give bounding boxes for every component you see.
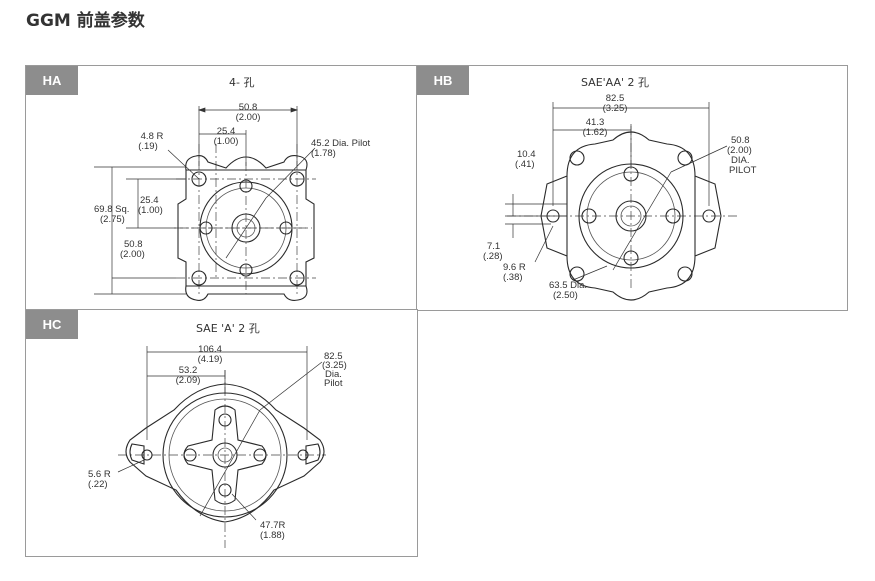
hb-dim-pilot-label2: PILOT	[729, 165, 757, 176]
ha-bolt-hole	[289, 270, 305, 286]
ha-bolt-hole	[191, 270, 207, 286]
panel-hb: HB SAE'AA' 2 孔 82.5	[416, 65, 848, 311]
ha-bolt-hole	[289, 171, 305, 187]
panel-hc-tag: HC	[26, 310, 78, 339]
panel-ha-title: 4- 孔	[229, 76, 255, 89]
ha-dim-v-full: 50.8	[124, 239, 143, 250]
hc-dim-radius2-in: (1.88)	[260, 530, 285, 541]
panel-hb-title: SAE'AA' 2 孔	[581, 76, 650, 89]
hb-dim-radius-in: (.38)	[503, 272, 523, 283]
hb-dim-bolt-dia-in: (2.50)	[553, 290, 578, 301]
hb-dim-offset: 7.1	[487, 241, 500, 252]
ha-dim-v-half: 25.4	[140, 195, 159, 206]
ha-dim-pilot: 45.2 Dia. Pilot	[311, 138, 371, 149]
hc-dim-radius2: 47.7R	[260, 520, 285, 531]
ha-dim-v-full-in: (2.00)	[120, 249, 145, 260]
hc-dim-pilot: 82.5	[324, 351, 343, 362]
panel-hc-title: SAE 'A' 2 孔	[196, 322, 260, 335]
panel-ha: HA 4- 孔	[25, 65, 418, 311]
ha-dim-sq: 69.8 Sq.	[94, 204, 129, 215]
panel-hb-tag: HB	[417, 66, 469, 95]
panel-ha-tag: HA	[26, 66, 78, 95]
hb-dim-v-small: 10.4	[517, 149, 536, 160]
hb-dim-pilot-label1: DIA.	[731, 155, 749, 166]
ha-dim-width-half: 25.4	[217, 126, 236, 137]
hc-dim-width-outer-in: (4.19)	[198, 354, 223, 365]
hc-dim-pilot-label1: Dia.	[325, 369, 342, 380]
hb-dim-width-outer-in: (3.25)	[603, 103, 628, 114]
hc-bolt-hole	[297, 449, 309, 461]
hc-drawing: 106.4 (4.19) 53.2 (2.09) 82.5 (3.25) Dia…	[88, 344, 347, 548]
hb-dim-width-half-in: (1.62)	[583, 127, 608, 138]
hc-dim-width-half: 53.2	[179, 365, 198, 376]
hb-dim-width-outer: 82.5	[606, 93, 625, 104]
hc-dim-width-outer: 106.4	[198, 344, 222, 355]
hc-bolt-hole	[141, 449, 153, 461]
hb-dim-pilot: 50.8	[731, 135, 750, 146]
ha-dim-radius-in: (.19)	[138, 141, 158, 152]
ha-dim-width-outer-in: (2.00)	[236, 112, 261, 123]
ha-drawing: 50.8 (2.00) 25.4 (1.00) 4.8 R (.19) 45.2…	[94, 102, 371, 301]
ha-dim-sq-in: (2.75)	[100, 214, 125, 225]
hb-flange-outline	[540, 131, 722, 301]
hb-dim-bolt-dia: 63.5 Dia.	[549, 280, 587, 291]
hc-dim-radius-in: (.22)	[88, 479, 108, 490]
ha-dim-width-half-in: (1.00)	[214, 136, 239, 147]
hb-dim-offset-in: (.28)	[483, 251, 503, 262]
ha-dim-radius: 4.8 R	[141, 131, 164, 142]
panel-hc: HC SAE 'A' 2 孔 106.4 (4.19) 53.2 (2.09)	[25, 309, 418, 557]
hb-dim-radius: 9.6 R	[503, 262, 526, 273]
hc-dim-pilot-label2: Pilot	[324, 378, 343, 389]
hc-dim-width-half-in: (2.09)	[176, 375, 201, 386]
ha-dim-pilot-in: (1.78)	[311, 148, 336, 159]
hb-dim-pilot-in: (2.00)	[727, 145, 752, 156]
hc-dim-radius: 5.6 R	[88, 469, 111, 480]
hb-bolt-hole	[702, 209, 716, 223]
hc-dim-pilot-in: (3.25)	[322, 360, 347, 371]
ha-dim-width-outer: 50.8	[239, 102, 258, 113]
page-title: GGM 前盖参数	[26, 11, 145, 31]
hb-drawing: 82.5 (3.25) 41.3 (1.62) 50.8 (2.00) DIA.…	[483, 93, 757, 301]
ha-dim-v-half-in: (1.00)	[138, 205, 163, 216]
hb-dim-v-small-in: (.41)	[515, 159, 535, 170]
ha-bolt-hole	[191, 171, 207, 187]
hb-dim-width-half: 41.3	[586, 117, 605, 128]
